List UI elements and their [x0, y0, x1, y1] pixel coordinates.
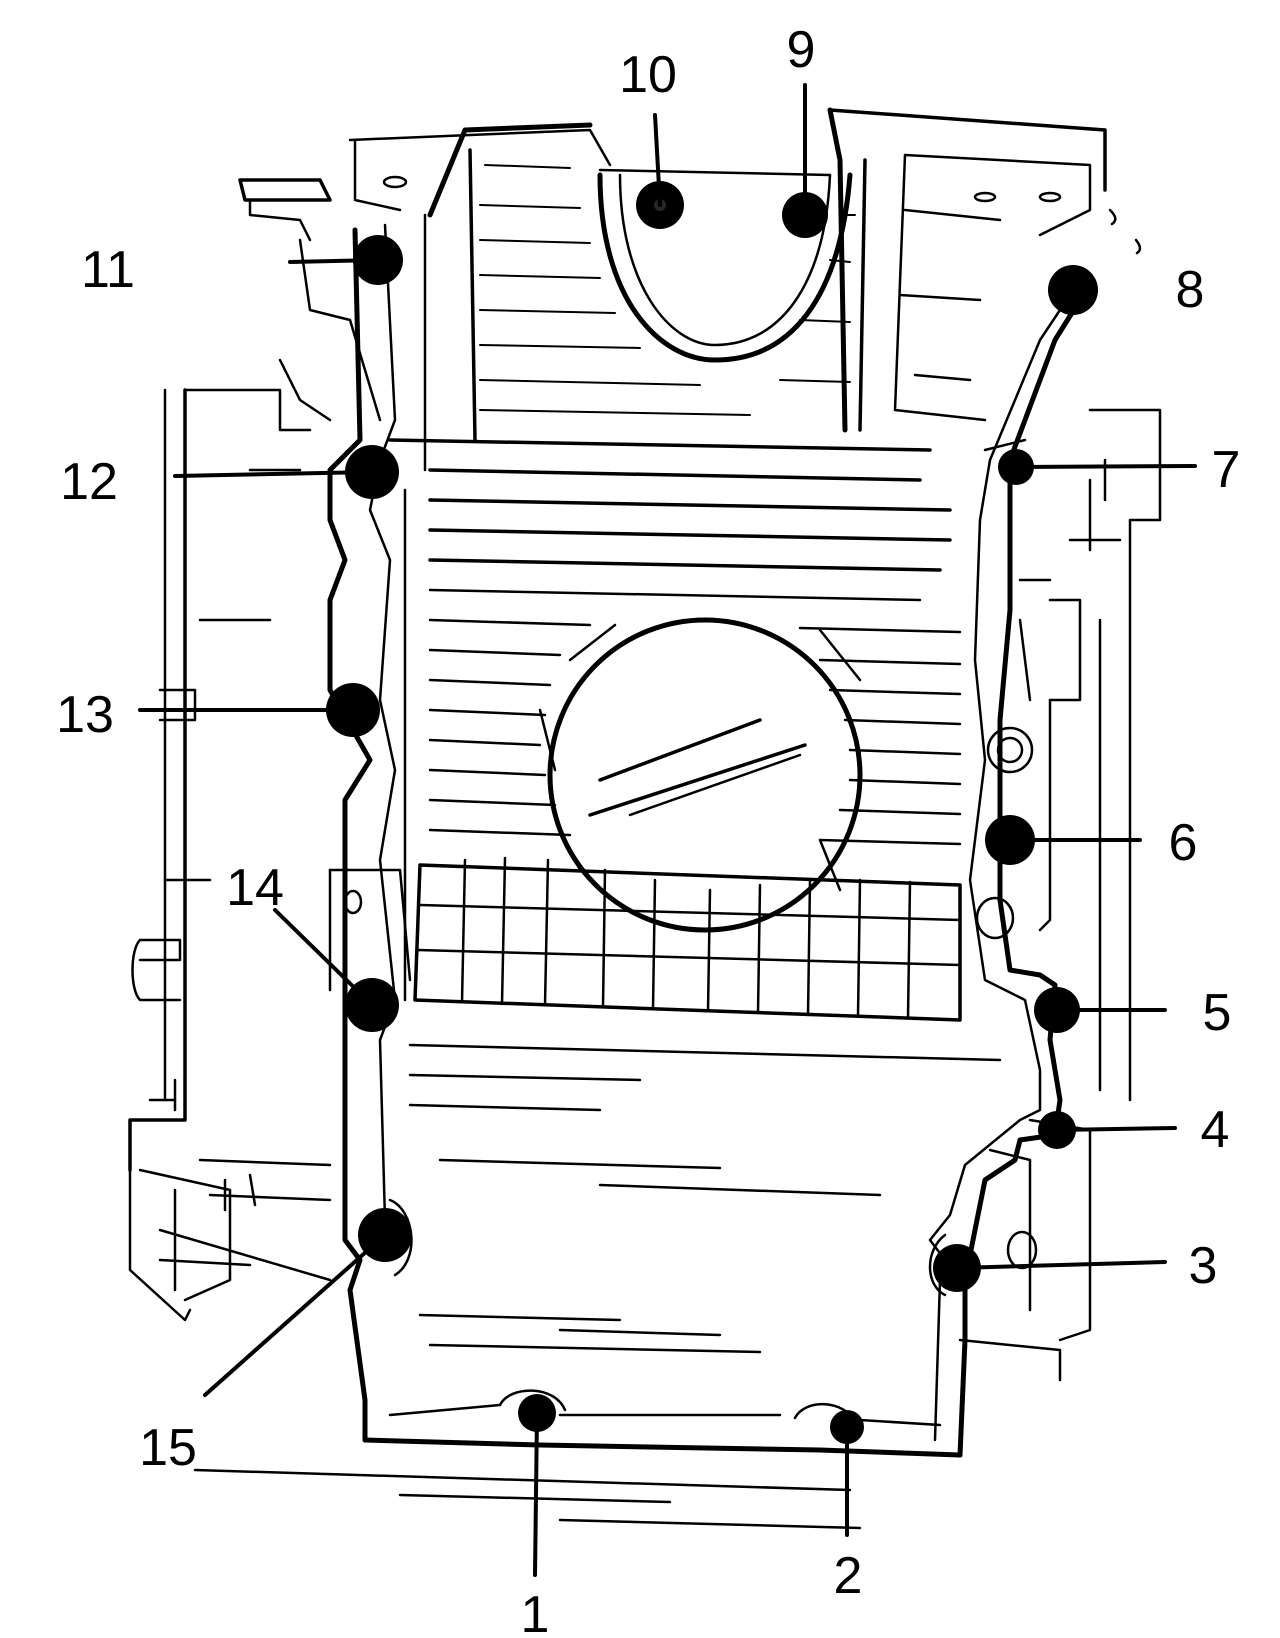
right-boss — [986, 726, 1034, 774]
callout-label-9: 9 — [787, 21, 816, 79]
callout-label-5: 5 — [1203, 984, 1232, 1042]
bolt-8 — [1048, 265, 1098, 315]
engine-block-outline — [128, 108, 1162, 1382]
callout-label-11: 11 — [81, 241, 135, 299]
callout-label-2: 2 — [834, 1547, 863, 1605]
rib-grid — [413, 856, 962, 1022]
oil-pan-body — [193, 107, 1083, 1530]
callout-label-7: 7 — [1212, 441, 1241, 499]
callout-label-10: 10 — [619, 46, 677, 104]
callout-label-13: 13 — [56, 686, 114, 744]
small-hole — [343, 889, 363, 915]
callout-label-4: 4 — [1201, 1101, 1230, 1159]
callout-label-6: 6 — [1169, 814, 1198, 872]
callout-label-14: 14 — [226, 859, 284, 917]
callout-label-15: 15 — [139, 1419, 197, 1477]
callout-label-1: 1 — [521, 1586, 550, 1638]
rib-lines — [193, 164, 1002, 1530]
callout-label-8: 8 — [1176, 261, 1205, 319]
callout-labels: 1 2 3 4 5 6 7 8 9 10 11 12 13 14 15 — [56, 21, 1240, 1638]
bolts — [326, 181, 1098, 1444]
callout-label-3: 3 — [1189, 1237, 1218, 1295]
leader-lines — [138, 83, 1197, 1577]
callout-label-12: 12 — [60, 453, 118, 511]
